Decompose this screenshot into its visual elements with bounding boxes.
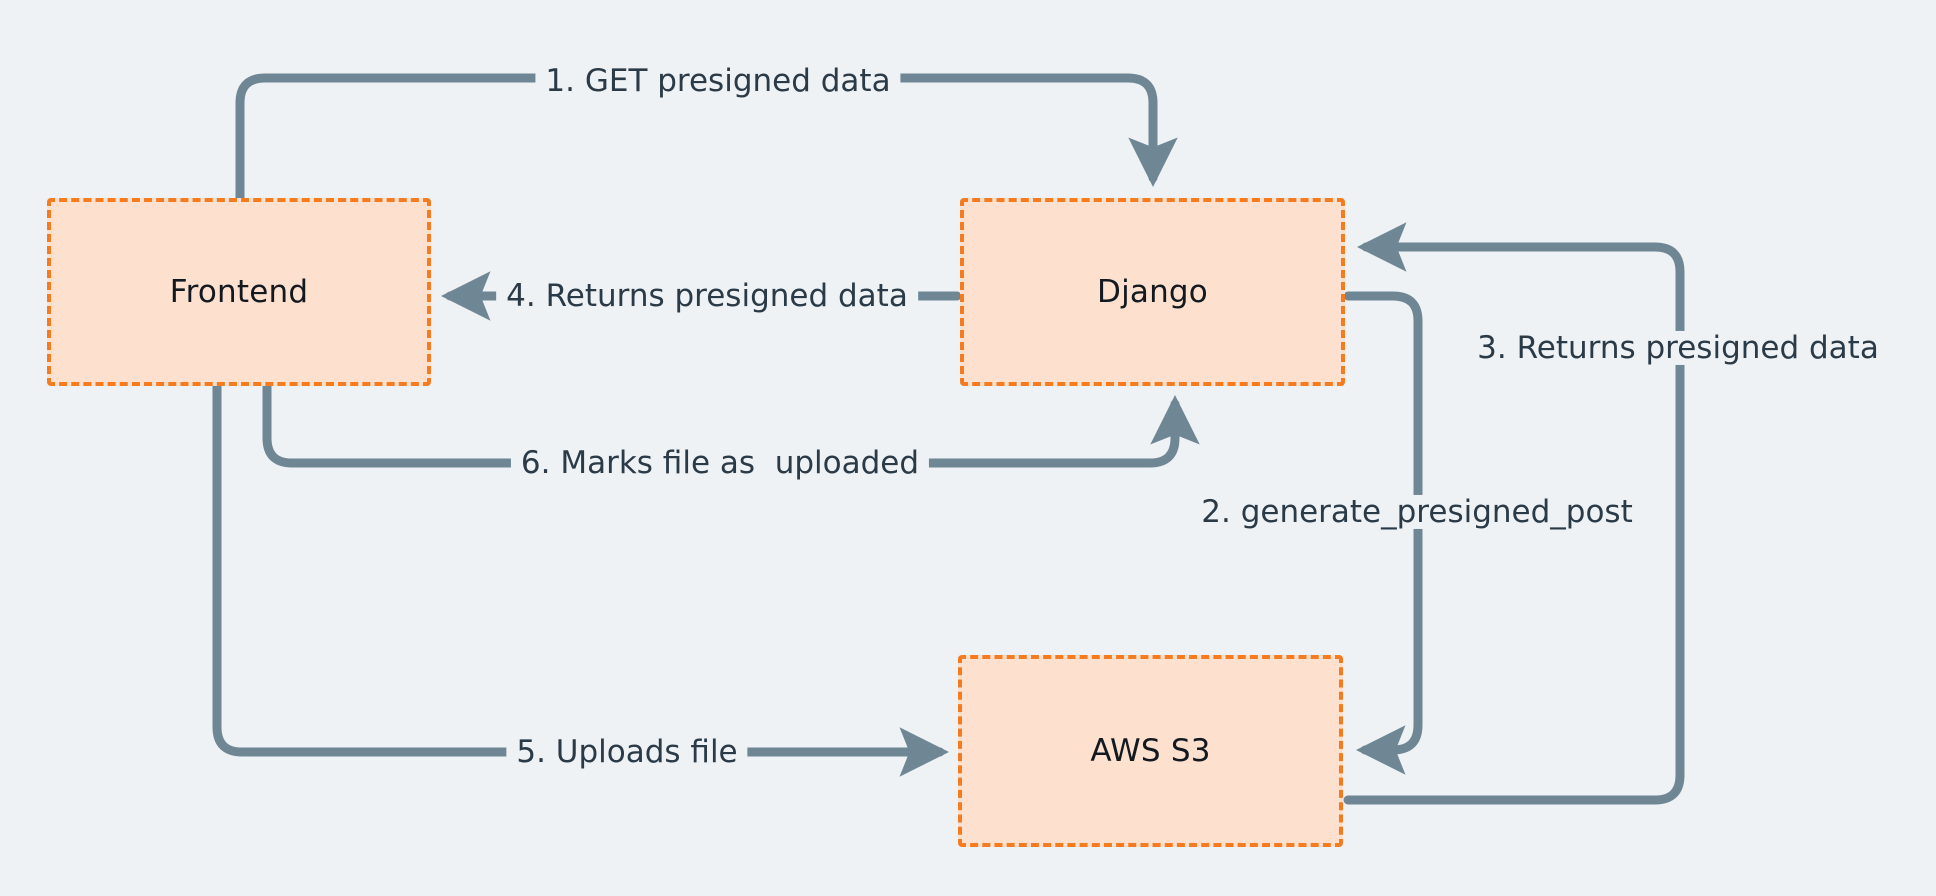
edge-label-3: 3. Returns presigned data <box>1467 331 1889 365</box>
node-frontend[interactable]: Frontend <box>47 198 431 386</box>
edge-5-path <box>212 379 949 777</box>
node-django-label: Django <box>1097 274 1208 310</box>
edge-label-6: 6. Marks file as uploaded <box>510 446 930 480</box>
node-aws-s3[interactable]: AWS S3 <box>958 655 1343 847</box>
node-django[interactable]: Django <box>960 198 1345 386</box>
edge-label-5: 5. Uploads file <box>506 735 748 769</box>
edge-label-4: 4. Returns presigned data <box>496 279 918 313</box>
node-aws-s3-label: AWS S3 <box>1090 733 1211 769</box>
edge-label-2: 2. generate_presigned_post <box>1191 495 1643 529</box>
node-frontend-label: Frontend <box>169 274 309 310</box>
edge-label-1: 1. GET presigned data <box>535 64 901 98</box>
